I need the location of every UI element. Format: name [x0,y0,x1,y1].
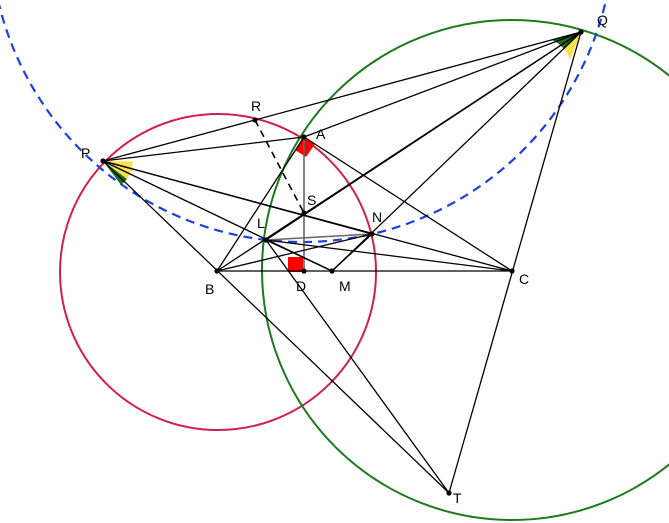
segment-bn [216,233,373,272]
segment-lm [265,239,333,272]
label-a: A [316,126,326,142]
segment-ln-t [265,239,450,494]
point-l [263,237,269,243]
point-s [301,210,307,216]
label-r: R [251,98,261,114]
segment-cl [265,239,513,272]
label-b: B [205,281,214,297]
point-t [446,490,452,496]
segment-ln [265,233,373,241]
label-t: T [453,490,462,506]
segment-pq [102,31,582,162]
circle-green [261,19,669,521]
point-p [100,158,106,164]
point-q [578,29,584,35]
point-d [301,268,307,274]
segment-qt [448,31,582,494]
point-b [214,268,220,274]
segment-pa [102,136,305,162]
segment-pc [102,160,513,272]
dashed-rs [254,119,305,214]
label-s: S [307,192,316,208]
label-m: M [339,278,351,294]
point-r [252,117,258,123]
points [100,29,584,496]
label-c: C [519,271,529,287]
angle-mark-q-light [564,32,581,60]
right-angle-mark-a [295,137,315,157]
point-n [369,231,375,237]
angle-mark-p-light [103,161,133,179]
segment-qm [331,31,582,272]
segment-ac [303,136,513,272]
point-a [301,134,307,140]
label-d: D [296,278,306,294]
segment-qb [216,31,582,272]
label-q: Q [597,12,608,28]
label-l: L [257,215,265,231]
point-c [509,268,515,274]
segment-pt [102,160,450,494]
segment-qa [303,31,582,138]
label-n: N [372,209,382,225]
right-angle-mark-d [288,257,303,272]
point-m [329,268,335,274]
label-p: P [81,145,90,161]
segment-nm [331,233,373,272]
circle-red [59,113,377,431]
